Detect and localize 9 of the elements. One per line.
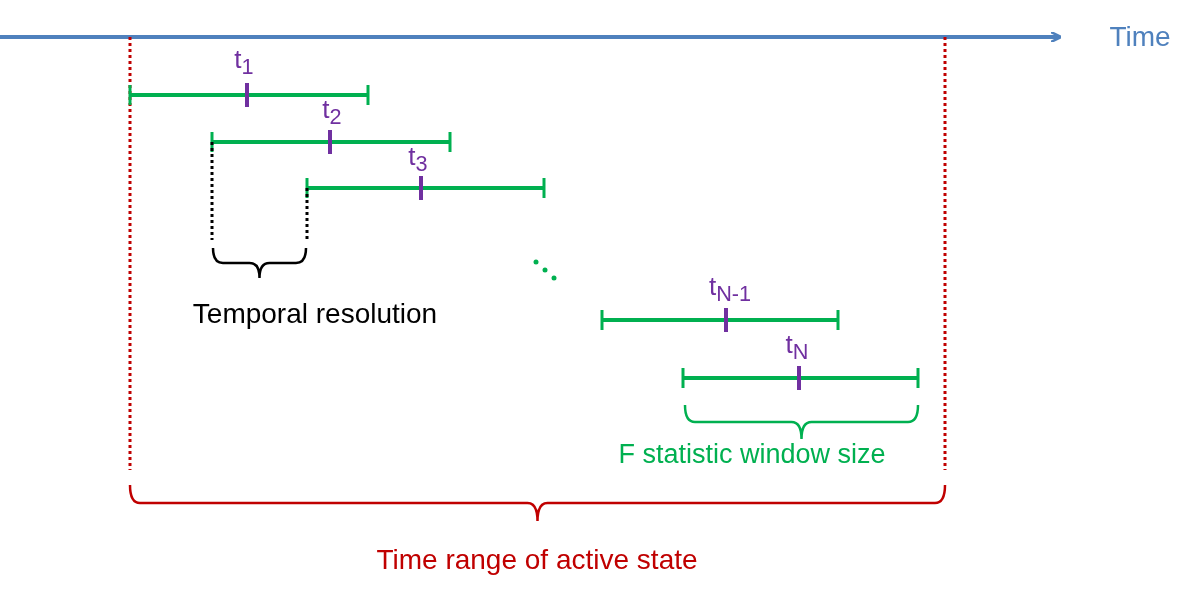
annotation-label: Time range of active state bbox=[376, 544, 698, 576]
axis-label: Time bbox=[1109, 21, 1171, 53]
annotation-label: F statistic window size bbox=[618, 440, 886, 470]
time-point-label: t$_{N-1}$ bbox=[708, 272, 752, 306]
time-point-label: t$_{3}$ bbox=[408, 142, 428, 176]
time-point-label: t$_{1}$ bbox=[234, 45, 254, 79]
time-point-label: t$_{2}$ bbox=[322, 95, 342, 129]
annotation-label: Temporal resolution bbox=[192, 298, 438, 330]
time-point-label: t$_{N}$ bbox=[785, 330, 809, 364]
